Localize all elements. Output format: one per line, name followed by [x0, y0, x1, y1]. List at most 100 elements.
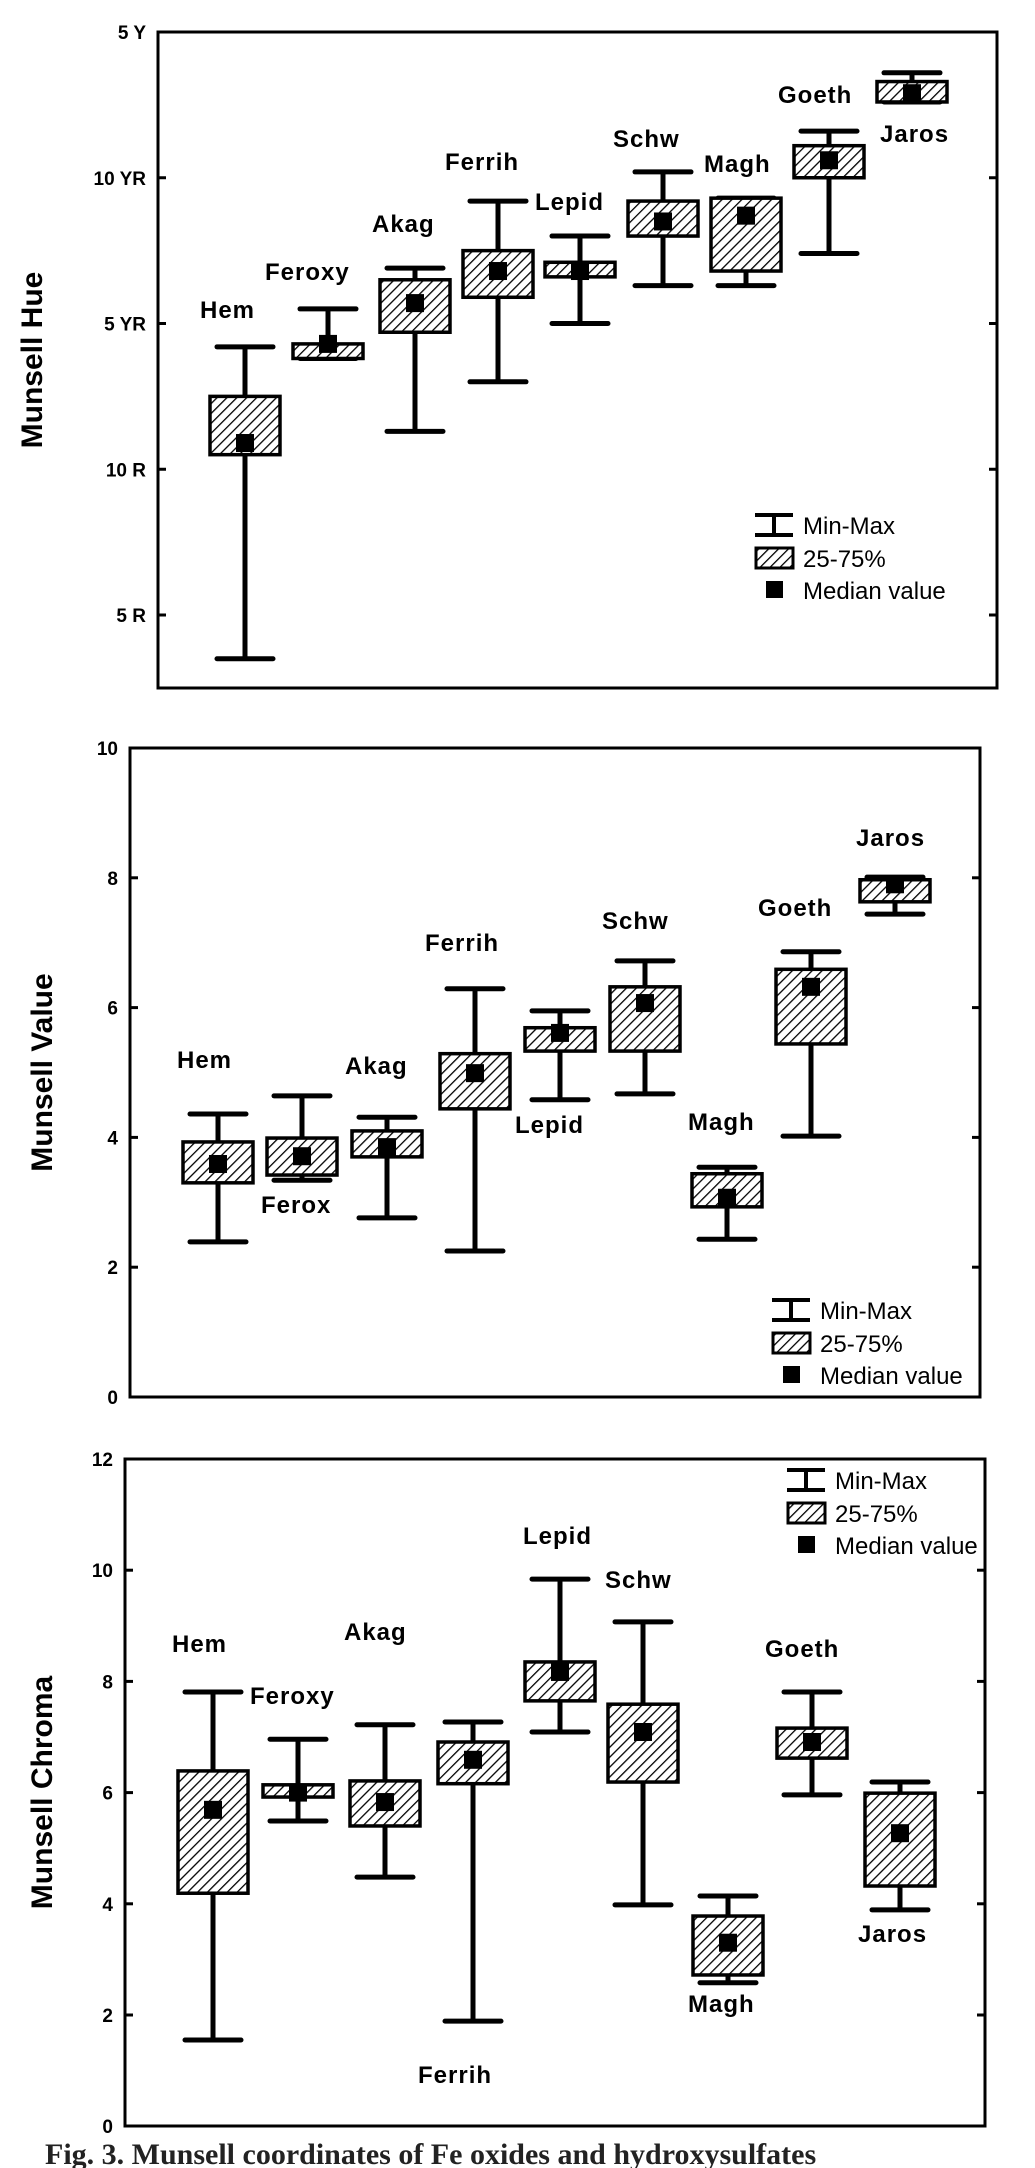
category-label: Feroxy	[250, 1683, 335, 1710]
y-tick-label: 0	[107, 1388, 118, 1409]
plot-frame	[128, 746, 982, 1399]
legend-minmax-label: Min-Max	[835, 1468, 927, 1495]
box-magh: Magh	[704, 151, 783, 289]
y-tick-label: 10	[92, 1561, 113, 1582]
median-marker	[803, 1733, 821, 1752]
legend-hatch-icon	[771, 1331, 812, 1355]
y-tick-label: 10 YR	[94, 169, 147, 190]
iqr-box	[208, 394, 282, 457]
category-label: Schw	[602, 908, 669, 935]
legend-median-icon	[783, 1366, 800, 1383]
category-label: Jaros	[880, 121, 949, 148]
y-axis-title: Munsell Chroma	[26, 1676, 59, 1910]
median-marker	[551, 1662, 569, 1681]
figure-caption: Fig. 3. Munsell coordinates of Fe oxides…	[45, 2138, 817, 2168]
box-ferox: Ferox	[261, 1093, 339, 1219]
plot-frame	[156, 30, 999, 690]
box-ferrih: Ferrih	[425, 930, 512, 1254]
box-lepid: Lepid	[515, 1008, 597, 1139]
box-akag: Akag	[372, 211, 452, 434]
median-marker	[204, 1800, 222, 1819]
category-label: Akag	[372, 211, 435, 238]
box-magh: Magh	[688, 1893, 765, 2018]
legend-box-label: 25-75%	[803, 546, 886, 573]
category-label: Lepid	[515, 1112, 584, 1139]
y-tick-label: 0	[102, 2117, 113, 2138]
y-tick-label: 4	[107, 1128, 118, 1149]
median-marker	[236, 434, 254, 453]
y-axis-title: Munsell Value	[26, 973, 59, 1171]
iqr-box	[606, 1702, 680, 1784]
box-goeth: Goeth	[765, 1636, 849, 1798]
y-tick-label: 5 R	[116, 606, 146, 627]
category-label: Ferrih	[418, 2062, 492, 2089]
legend-minmax-label: Min-Max	[820, 1298, 912, 1325]
y-tick-label: 10 R	[106, 460, 146, 481]
category-label: Jaros	[856, 825, 925, 852]
category-label: Magh	[688, 1109, 755, 1136]
box-magh: Magh	[688, 1109, 764, 1242]
median-marker	[636, 994, 654, 1013]
box-feroxy: Feroxy	[265, 259, 365, 361]
median-marker	[886, 875, 904, 894]
category-label: Jaros	[858, 1921, 927, 1948]
median-marker	[293, 1147, 311, 1166]
y-tick-label: 8	[102, 1672, 113, 1693]
median-marker	[209, 1155, 227, 1174]
legend-median-label: Median value	[820, 1363, 963, 1390]
legend-hatch-icon	[786, 1501, 827, 1525]
box-feroxy: Feroxy	[250, 1683, 335, 1824]
category-label: Schw	[613, 126, 680, 153]
category-label: Ferrih	[425, 930, 499, 957]
median-marker	[376, 1793, 394, 1812]
legend-box-label: 25-75%	[820, 1331, 903, 1358]
median-marker	[466, 1064, 484, 1083]
y-tick-label: 5 YR	[104, 315, 146, 336]
y-tick-label: 5 Y	[118, 23, 147, 44]
iqr-box	[348, 1779, 422, 1828]
median-marker	[289, 1783, 307, 1802]
median-marker	[464, 1750, 482, 1769]
box-akag: Akag	[344, 1619, 422, 1880]
box-hem: Hem	[200, 297, 282, 662]
category-label: Akag	[345, 1053, 408, 1080]
median-marker	[634, 1722, 652, 1741]
category-label: Ferrih	[445, 149, 519, 176]
category-label: Hem	[172, 1631, 227, 1658]
category-label: Ferox	[261, 1192, 331, 1219]
category-label: Goeth	[765, 1636, 839, 1663]
y-tick-label: 6	[102, 1784, 113, 1805]
category-label: Lepid	[535, 189, 604, 216]
category-label: Magh	[704, 151, 771, 178]
iqr-box	[792, 143, 866, 180]
median-marker	[891, 1824, 909, 1843]
median-marker	[820, 151, 838, 170]
median-marker	[406, 294, 424, 313]
median-marker	[489, 262, 507, 281]
median-marker	[737, 206, 755, 225]
box-jaros: Jaros	[856, 825, 932, 917]
box-schw: Schw	[605, 1567, 680, 1908]
category-label: Magh	[688, 1991, 755, 2018]
box-ferrih: Ferrih	[418, 1719, 510, 2089]
median-marker	[319, 334, 337, 353]
legend-hatch-icon	[754, 546, 795, 570]
box-lepid: Lepid	[535, 189, 617, 326]
box-jaros: Jaros	[875, 70, 949, 148]
median-marker	[718, 1188, 736, 1207]
category-label: Lepid	[523, 1523, 592, 1550]
median-marker	[571, 262, 589, 281]
box-hem: Hem	[177, 1047, 255, 1245]
category-label: Hem	[200, 297, 255, 324]
y-axis-title: Munsell Hue	[16, 272, 49, 449]
category-label: Hem	[177, 1047, 232, 1074]
box-hem: Hem	[172, 1631, 250, 2043]
legend-box-label: 25-75%	[835, 1501, 918, 1528]
median-marker	[719, 1933, 737, 1952]
legend: Min-Max 25-75% Median value	[771, 1298, 963, 1390]
legend-median-icon	[766, 581, 783, 598]
